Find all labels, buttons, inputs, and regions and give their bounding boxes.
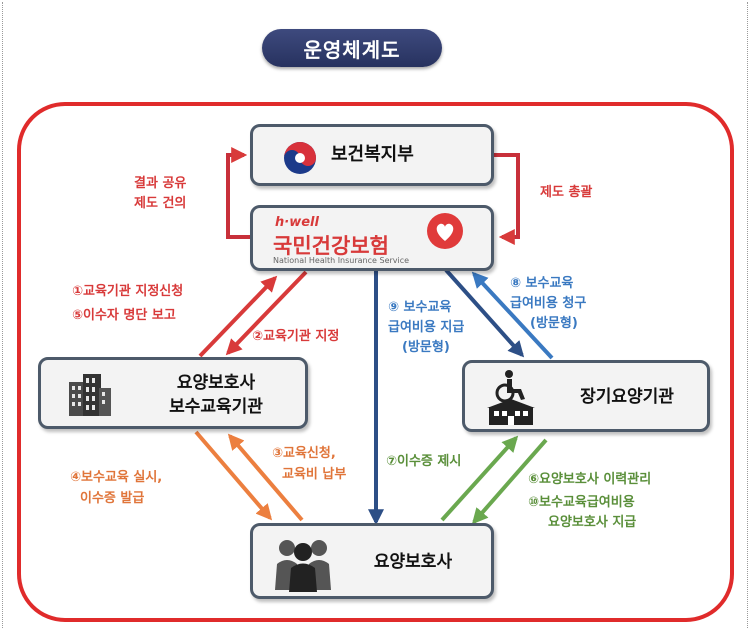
nhis-subtitle: National Health Insurance Service: [273, 256, 410, 265]
worker-label: 요양보호사: [373, 552, 453, 572]
label-present-cert: ⑦이수증 제시: [386, 454, 462, 469]
label-history-manage: ⑥요양보호사 이력관리: [528, 472, 652, 487]
label-result-share-2: 제도 건의: [134, 196, 187, 211]
label-designate: ②교육기관 지정: [252, 329, 340, 344]
arrow-history-manage: [471, 438, 548, 525]
nhis-name: 국민건강보험: [273, 234, 389, 258]
label-pay-grant-3: (방문형): [402, 340, 450, 355]
label-conduct-2: 이수증 발급: [80, 491, 145, 506]
ministry-node: 보건복지부: [250, 124, 494, 186]
label-pay-claim-2: 급여비용 청구: [510, 296, 587, 311]
outer-boundary: [17, 102, 734, 622]
label-conduct-1: ④보수교육 실시,: [70, 470, 163, 485]
label-pay-worker-1: ⑩보수교육급여비용: [528, 495, 635, 510]
arrow-designation-apply: [198, 275, 278, 358]
label-pay-grant-2: 급여비용 지급: [388, 320, 465, 335]
wheelchair-facility-icon: [487, 370, 535, 425]
education-org-label-1: 요양보호사: [176, 373, 256, 393]
korea-emblem-icon: [284, 142, 316, 174]
arrow-designate: [225, 270, 308, 356]
label-designation-apply: ①교육기관 지정신청: [72, 284, 184, 299]
facility-node: 장기요양기관: [462, 360, 710, 432]
label-pay-worker-2: 요양보호사 지급: [548, 515, 637, 530]
arrow-apply-fee: [227, 433, 304, 522]
label-system-manage: 제도 총괄: [540, 185, 593, 200]
building-icon: [69, 374, 111, 416]
arrow-pay-grant: [444, 268, 525, 358]
facility-label: 장기요양기관: [580, 387, 674, 407]
arrow-result-share: [226, 147, 252, 239]
nhis-node: h·well 국민건강보험 National Health Insurance …: [250, 205, 494, 271]
nhis-heart-logo-icon: [427, 213, 463, 249]
arrow-pay-claim: [471, 271, 554, 360]
arrow-conduct: [194, 430, 273, 521]
label-pay-claim-1: ⑧ 보수교육: [510, 276, 574, 291]
arrow-present-cert: [440, 435, 519, 522]
arrow-system-manage: [494, 153, 520, 245]
page-title: 운영체계도: [262, 29, 442, 67]
label-apply-fee-2: 교육비 납부: [282, 467, 347, 482]
education-org-node: 요양보호사 보수교육기관: [38, 357, 308, 429]
education-org-label-2: 보수교육기관: [169, 397, 263, 417]
label-result-share-1: 결과 공유: [134, 176, 187, 191]
label-apply-fee-1: ③교육신청,: [272, 446, 336, 461]
label-pay-grant-1: ⑨ 보수교육: [388, 300, 452, 315]
label-pay-claim-3: (방문형): [530, 316, 578, 331]
nhis-brand: h·well: [275, 215, 319, 230]
people-group-icon: [275, 540, 331, 592]
ministry-label: 보건복지부: [331, 144, 414, 165]
worker-node: 요양보호사: [250, 523, 494, 599]
label-report-list: ⑤이수자 명단 보고: [72, 308, 176, 323]
